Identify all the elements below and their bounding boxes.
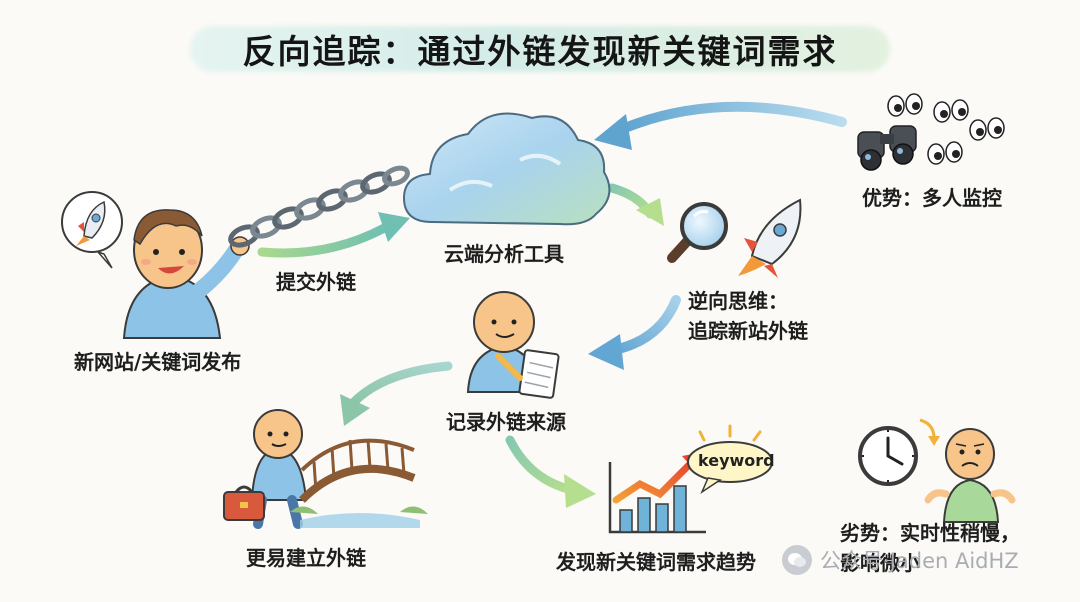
- arrow-reverse-to-record: [588, 295, 681, 370]
- arrow-record-to-trend: [505, 435, 596, 508]
- label-submit: 提交外链: [276, 270, 356, 294]
- toolbox-icon: [223, 485, 265, 521]
- magnifier-icon: [667, 202, 728, 263]
- wechat-icon: [782, 545, 812, 575]
- label-reverse-line2: 追踪新站外链: [688, 319, 808, 343]
- label-reverse: 逆向思维： 追踪新站外链: [688, 286, 808, 346]
- label-bridge: 更易建立外链: [246, 546, 366, 570]
- chain-icon: [228, 165, 410, 248]
- cloud-icon: [402, 112, 611, 226]
- label-disadvantage-line2: 影响微小: [840, 551, 920, 575]
- label-cloud: 云端分析工具: [444, 242, 564, 266]
- publisher-person: [122, 209, 250, 339]
- binoculars-icon: [857, 125, 917, 171]
- label-disadvantage: 劣势：实时性稍慢， 影响微小: [840, 518, 1020, 578]
- chart-icon: [608, 452, 706, 534]
- keyword-bubble: [687, 424, 773, 495]
- label-publish: 新网站/关键词发布: [74, 350, 242, 374]
- arrow-eyes-to-cloud: [594, 101, 847, 150]
- notepad-icon: [495, 349, 560, 399]
- arrow-record-to-bridge: [340, 361, 453, 426]
- label-trend: 发现新关键词需求趋势: [556, 550, 756, 574]
- title-wash: [190, 26, 890, 72]
- keyword-text: keyword: [698, 451, 775, 470]
- label-advantage: 优势：多人监控: [862, 186, 1002, 210]
- arrow-submit-to-cloud: [257, 212, 410, 258]
- page-title: 反向追踪：通过外链发现新关键词需求: [242, 32, 838, 71]
- label-record: 记录外链来源: [446, 410, 566, 434]
- title-banner: 反向追踪：通过外链发现新关键词需求: [190, 20, 890, 78]
- clock-icon: [858, 418, 940, 486]
- worried-person: [924, 428, 1016, 523]
- rocket-icon: [61, 191, 123, 269]
- rocket-small-icon: [738, 198, 802, 278]
- watermark: 公众号·Jaden AidHZ: [782, 540, 1019, 580]
- arrow-cloud-to-magnifier: [607, 183, 664, 226]
- label-disadvantage-line1: 劣势：实时性稍慢，: [840, 521, 1020, 545]
- eyes-icon: [887, 93, 1005, 165]
- bridge-icon: [290, 438, 428, 528]
- watermark-text: 公众号·Jaden AidHZ: [820, 549, 1019, 573]
- label-reverse-line1: 逆向思维：: [688, 289, 788, 313]
